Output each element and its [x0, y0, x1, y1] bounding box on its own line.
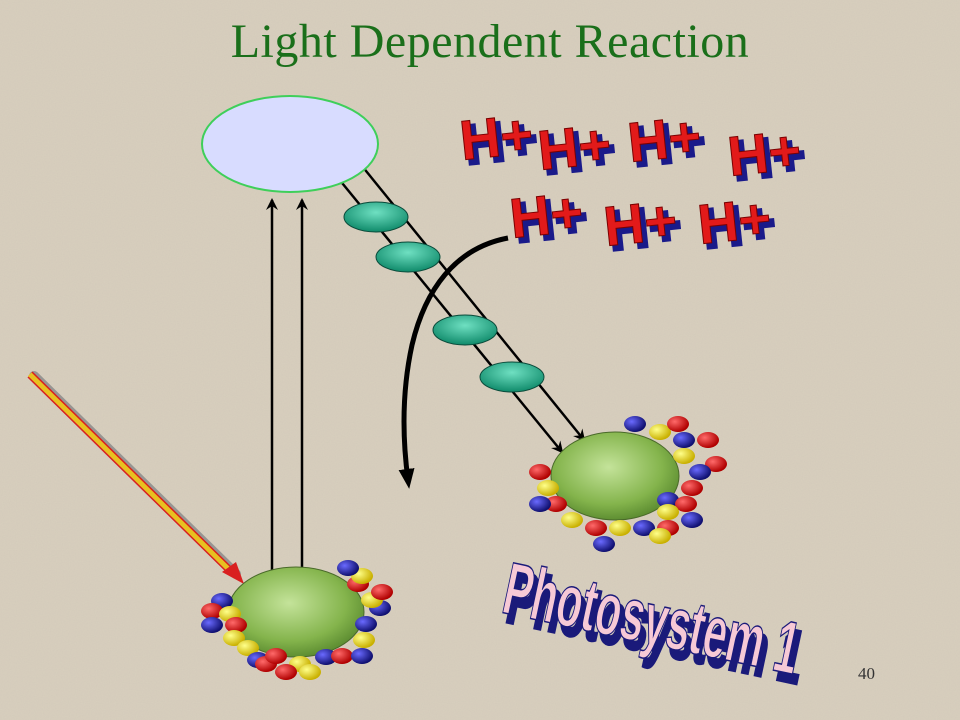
svg-text:H+: H+: [625, 104, 704, 174]
photosystem-1: [529, 416, 727, 552]
photosystem-1-label: Photosystem 1 Photosystem 1: [496, 546, 814, 701]
proton-ion-5: H+ H+: [506, 179, 592, 256]
proton-ions: H+ H+ H+ H+ H+ H+ H+ H+ H+ H+ H+ H+ H+ H…: [456, 101, 810, 264]
svg-text:H+: H+: [695, 186, 774, 256]
carrier-4: [479, 361, 545, 393]
proton-ion-1: H+ H+: [456, 101, 542, 178]
electron-excitation-arrows: [266, 198, 308, 585]
proton-ion-4: H+ H+: [724, 117, 810, 194]
light-ray: [27, 371, 244, 584]
electron-carriers: [343, 201, 545, 393]
photosystem-1-pigments: [529, 416, 727, 552]
proton-ion-6: H+ H+: [600, 187, 686, 264]
photosystem-1-reaction-center: [550, 431, 680, 521]
svg-text:H+: H+: [699, 190, 778, 260]
svg-text:H+: H+: [535, 112, 614, 182]
page-number: 40: [858, 664, 875, 683]
svg-text:H+: H+: [605, 192, 684, 262]
svg-text:H+: H+: [725, 118, 804, 188]
svg-text:H+: H+: [729, 122, 808, 192]
svg-text:H+: H+: [457, 102, 536, 172]
primary-electron-acceptor: [201, 95, 379, 193]
proton-ion-2: H+ H+: [534, 111, 620, 188]
svg-text:H+: H+: [539, 116, 618, 186]
slide-title: Light Dependent Reaction: [230, 15, 750, 68]
carrier-3: [432, 314, 498, 346]
svg-text:H+: H+: [629, 108, 708, 178]
proton-pump-arrow: [398, 235, 509, 489]
proton-ion-3: H+ H+: [624, 103, 710, 180]
proton-ion-7: H+ H+: [694, 185, 780, 262]
carrier-2: [375, 241, 441, 273]
photosystem-2: [201, 560, 393, 680]
svg-text:H+: H+: [601, 188, 680, 258]
svg-text:H+: H+: [461, 106, 540, 176]
carrier-1: [343, 201, 409, 233]
svg-text:H+: H+: [507, 180, 586, 250]
photosystem-2-pigments: [201, 560, 393, 680]
svg-text:H+: H+: [511, 184, 590, 254]
